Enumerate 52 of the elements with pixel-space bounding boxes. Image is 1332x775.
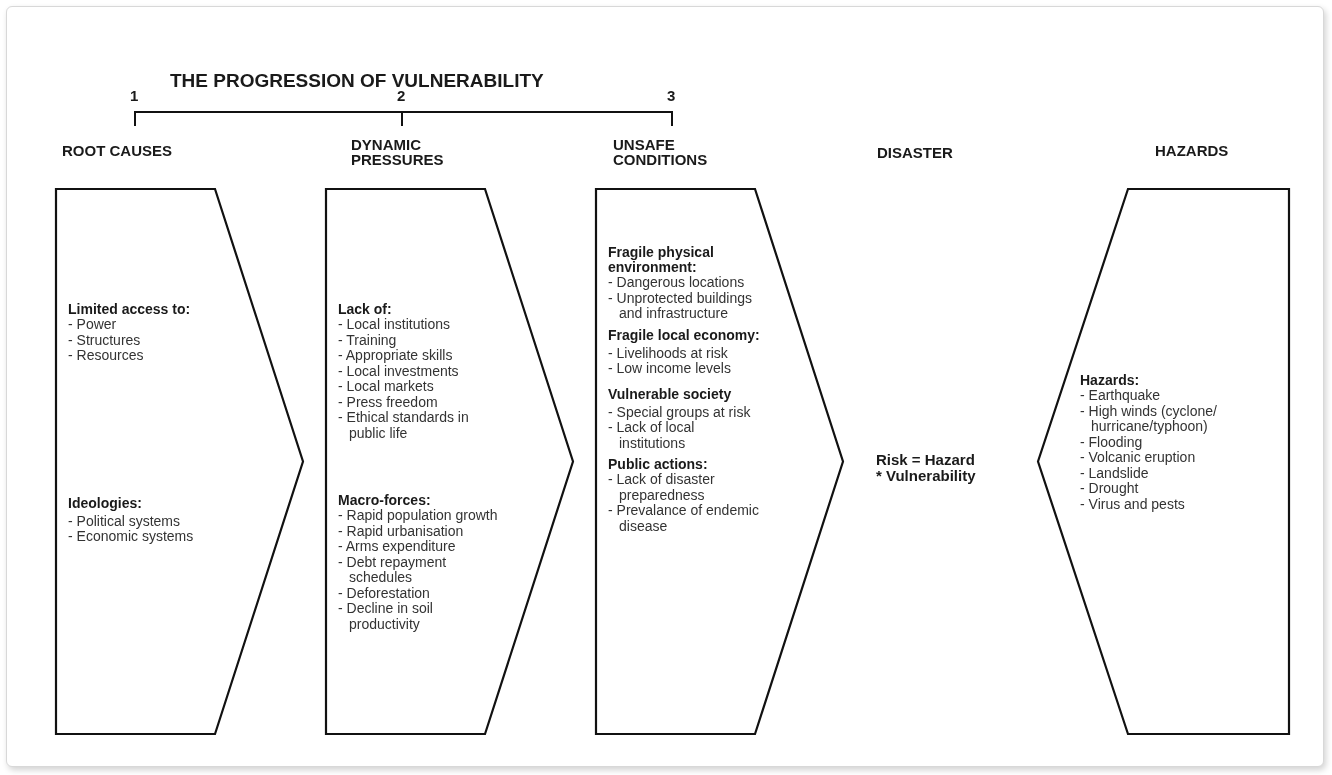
list-item: - Training [338, 332, 398, 348]
list-item: - Drought [1080, 481, 1140, 497]
list-item: - Earthquake [1080, 388, 1162, 404]
list-item: - Low income levels [608, 361, 732, 377]
list-item: - High winds (cyclone/ hurricane/typhoon) [1080, 403, 1218, 435]
list-item: - Deforestation [338, 585, 431, 601]
stage-number: 2 [397, 88, 406, 104]
list-item: - Lack of local institutions [608, 420, 695, 451]
formula-text: Risk = Hazard * Vulnerability [876, 452, 977, 484]
list-item: - Rapid population growth [338, 508, 499, 524]
column-heading: HAZARDS [1155, 143, 1230, 158]
list-item: - Dangerous locations [608, 275, 746, 291]
list-item: - Arms expenditure [338, 539, 457, 555]
section-heading: Lack of: [338, 302, 393, 317]
list-item: - Press freedom [338, 394, 439, 410]
list-item: - Flooding [1080, 434, 1143, 450]
list-item: - Rapid urbanisation [338, 523, 464, 539]
list-item: - Local investments [338, 363, 460, 379]
column-heading: DISASTER [877, 145, 953, 161]
list-item: - Local markets [338, 379, 435, 395]
list-item: - Lack of disaster preparedness [608, 472, 716, 503]
column-heading: UNSAFE CONDITIONS [613, 137, 709, 167]
section-heading: Vulnerable society [608, 386, 733, 402]
list-item: - Special groups at risk [608, 404, 752, 420]
column-heading: ROOT CAUSES [62, 143, 173, 158]
list-item: - Prevalance of endemic disease [608, 503, 760, 534]
list-item: - Landslide [1080, 465, 1149, 481]
list-item: - Local institutions [338, 317, 452, 333]
section-heading: Hazards: [1080, 373, 1141, 388]
list-item: - Virus and pests [1080, 496, 1186, 512]
list-item: - Power [68, 317, 118, 333]
section-heading: Fragile local economy: [608, 327, 760, 343]
section-heading: Public actions: [608, 457, 709, 472]
section-heading: Fragile physical environment: [608, 245, 715, 275]
list-item: - Political systems [68, 513, 182, 529]
list-item: - Decline in soil productivity [338, 601, 434, 632]
section-heading: Limited access to: [68, 302, 192, 317]
section-heading: Macro-forces: [338, 493, 432, 508]
diagram-title: THE PROGRESSION OF VULNERABILITY [170, 70, 544, 91]
list-item: - Economic systems [68, 529, 195, 545]
list-item: - Structures [68, 332, 142, 348]
stage-number: 3 [667, 88, 676, 104]
stage-number: 1 [130, 88, 139, 104]
column-heading: DYNAMIC PRESSURES [351, 137, 445, 167]
list-item: - Ethical standards in public life [338, 410, 470, 441]
list-item: - Resources [68, 348, 145, 364]
list-item: - Volcanic eruption [1080, 450, 1197, 466]
list-item: - Unprotected buildings and infrastructure [608, 290, 753, 322]
list-item: - Appropriate skills [338, 348, 454, 364]
list-item: - Debt repayment schedules [338, 554, 447, 586]
list-item: - Livelihoods at risk [608, 345, 729, 361]
section-heading: Ideologies: [68, 495, 143, 511]
